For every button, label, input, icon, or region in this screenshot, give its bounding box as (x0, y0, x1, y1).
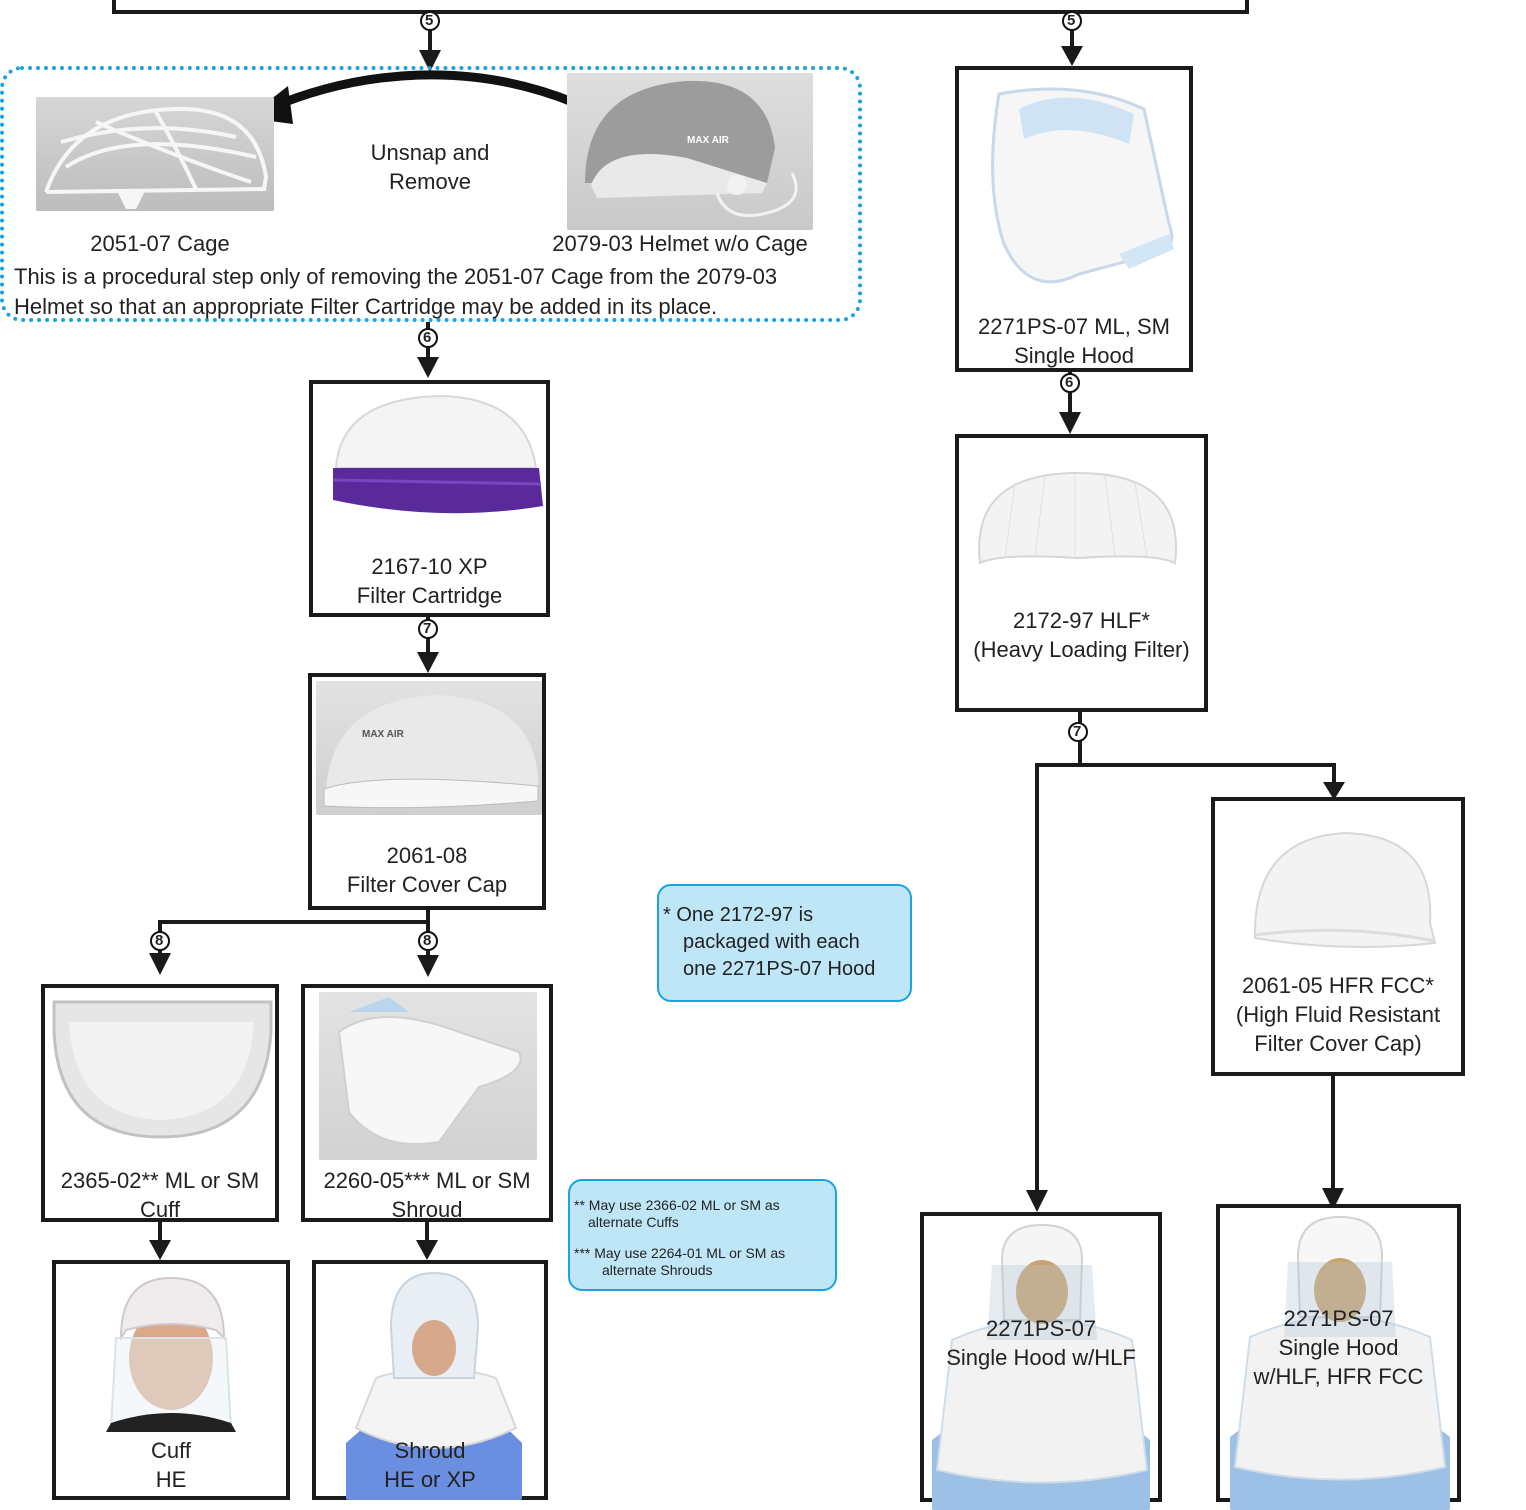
step-8-shroud: 8 (423, 932, 432, 949)
shroud-photo (319, 992, 537, 1160)
hlf-photo (975, 468, 1181, 576)
step-7-right: 7 (1073, 723, 1082, 740)
unsnap-arrow (268, 70, 577, 113)
step-markers (150, 11, 1088, 951)
step-5-right: 5 (1067, 12, 1076, 29)
helmet-photo: MAX AIR (567, 73, 813, 230)
arrowhead (419, 50, 441, 72)
hlf-box: 2172-97 HLF*(Heavy Loading Filter) (955, 434, 1208, 712)
cage-photo (36, 97, 274, 211)
helmet-label: 2079-03 Helmet w/o Cage (552, 231, 808, 256)
shroud-result-photo (346, 1268, 522, 1500)
hood-hlf-fcc-result-photo (1230, 1212, 1450, 1510)
step-8-cuff: 8 (155, 932, 164, 949)
hlf-note: * One 2172-97 is packaged with each one … (657, 884, 912, 1002)
cuff-result-photo (96, 1268, 246, 1432)
step-6-right: 6 (1065, 374, 1074, 391)
step-6-left: 6 (423, 329, 432, 346)
hlf-label: 2172-97 HLF*(Heavy Loading Filter) (973, 608, 1190, 662)
filter-cartridge-photo (321, 388, 546, 528)
svg-text:MAX AIR: MAX AIR (362, 729, 405, 740)
procedural-note: This is a procedural step only of removi… (14, 264, 778, 319)
hood-hlf-result-photo (932, 1220, 1150, 1510)
step-5-left: 5 (425, 12, 434, 29)
top-bracket-line (112, 0, 1249, 14)
step-7-left: 7 (423, 620, 432, 637)
hfr-fcc-photo (1235, 823, 1445, 957)
helmet-brand: MAX AIR (687, 135, 730, 146)
single-hood-photo (969, 74, 1183, 312)
cage-label: 2051-07 Cage (90, 231, 230, 256)
alternate-parts-note: ** May use 2366-02 ML or SM as alternate… (568, 1179, 837, 1291)
procedure-box (0, 66, 862, 322)
filter-cover-cap-photo: MAX AIR (316, 681, 542, 815)
cuff-photo (49, 992, 275, 1142)
